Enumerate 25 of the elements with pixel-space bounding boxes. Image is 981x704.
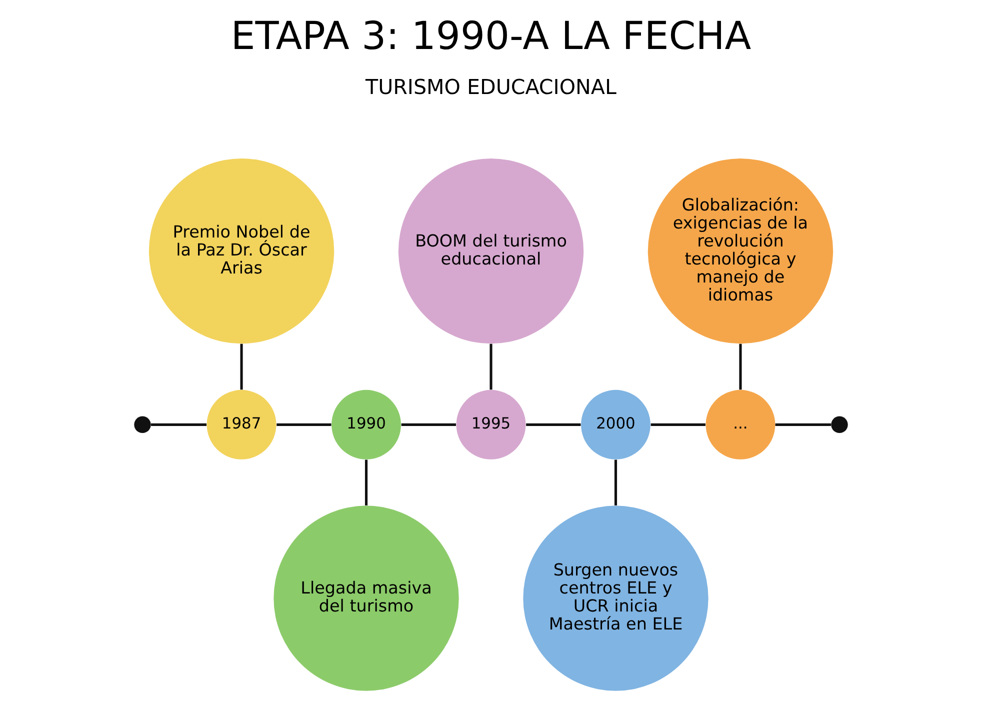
connector <box>489 344 492 390</box>
diagram-title: ETAPA 3: 1990-A LA FECHA <box>230 14 751 60</box>
connector <box>738 344 742 390</box>
connector <box>614 460 617 506</box>
node-circle: 1990 <box>331 390 400 460</box>
connector <box>774 423 830 426</box>
connector <box>400 423 456 426</box>
connector <box>240 344 242 390</box>
connector <box>650 423 705 426</box>
connector <box>526 423 580 426</box>
node-circle: 1995 <box>456 390 526 460</box>
node-circle <box>134 416 150 434</box>
node-circle: 1987 <box>206 390 276 460</box>
node-circle: ... <box>705 390 775 460</box>
node-circle: 2000 <box>580 390 650 460</box>
node-circle: Premio Nobel de la Paz Dr. Óscar Arias <box>148 158 334 344</box>
node-circle: Surgen nuevos centros ELE y UCR inicia Maestría en ELE <box>522 506 708 691</box>
label: TURISMO EDUCACIONAL <box>365 74 616 99</box>
node-circle: Llegada masiva del turismo <box>273 506 458 691</box>
node-circle <box>830 416 848 434</box>
connector <box>150 423 206 426</box>
connector <box>364 460 368 506</box>
node-circle: BOOM del turismo educacional <box>398 158 584 344</box>
node-circle: Globalización: exigencias de la revolución tecnológica y manejo de idiomas <box>647 158 833 344</box>
connector <box>276 423 331 426</box>
